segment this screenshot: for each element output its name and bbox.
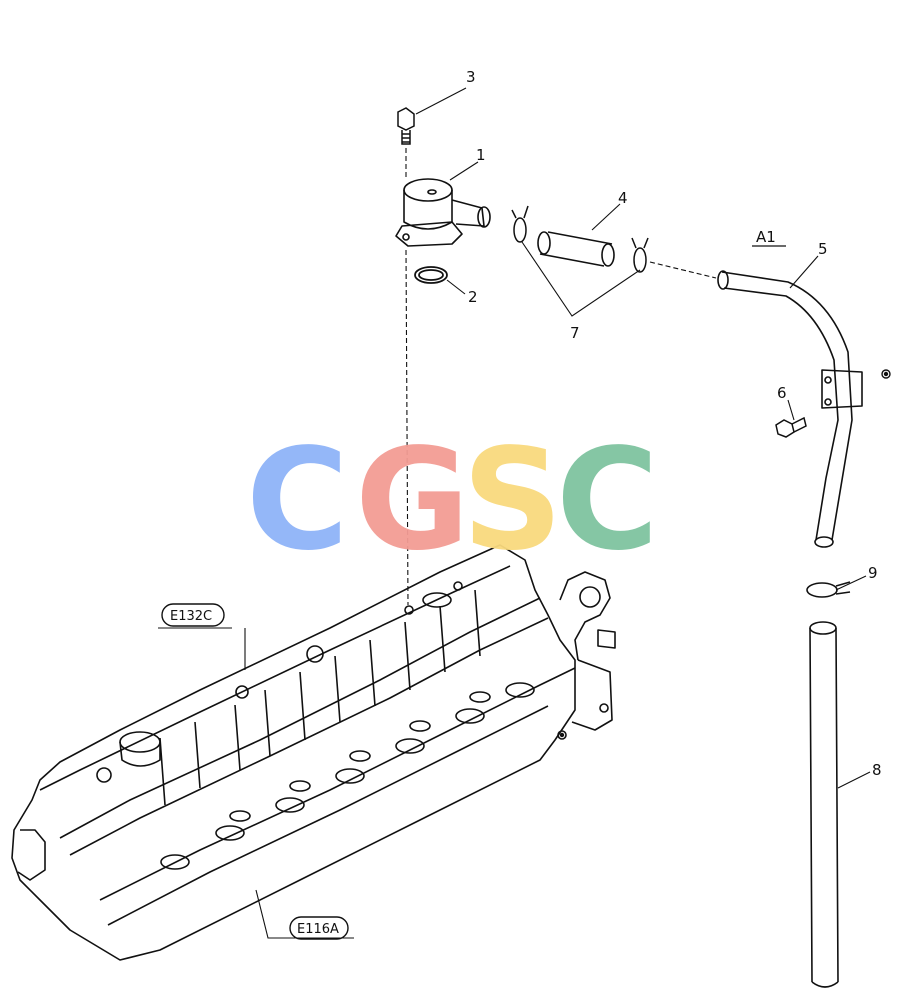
alignment-lines bbox=[405, 148, 717, 606]
breather-body bbox=[395, 178, 491, 247]
o-ring-part-2 bbox=[414, 266, 448, 284]
callout-6: 6 bbox=[777, 384, 787, 402]
hose-part-4 bbox=[537, 231, 615, 267]
callout-5: 5 bbox=[818, 240, 828, 258]
callout-2: 2 bbox=[468, 288, 478, 306]
watermark-letter-2: G bbox=[355, 419, 470, 582]
mounting-symbols bbox=[559, 369, 891, 738]
reference-box-lower bbox=[289, 916, 349, 940]
callout-7: 7 bbox=[570, 324, 580, 342]
rocker-cover bbox=[11, 544, 616, 961]
callout-8: 8 bbox=[872, 761, 882, 779]
tube-part-8 bbox=[809, 621, 839, 988]
watermark-letter-1: C bbox=[246, 419, 349, 582]
callout-1: 1 bbox=[476, 146, 486, 164]
leader-lines bbox=[158, 87, 871, 939]
clips-part-7 bbox=[511, 205, 649, 273]
callout-4: 4 bbox=[618, 189, 628, 207]
pipe-part-5 bbox=[717, 270, 863, 548]
clip-part-9 bbox=[806, 581, 851, 598]
watermark-letter-3: S bbox=[462, 419, 563, 582]
callout-labels: 3 1 2 4 5 6 7 8 9 A1 bbox=[466, 68, 882, 779]
bolt-part-6 bbox=[775, 416, 807, 438]
watermark-logo: C G S C bbox=[246, 419, 659, 582]
bolt-part-3 bbox=[397, 107, 415, 145]
reference-labels: E132C E116A bbox=[161, 603, 349, 940]
reference-box-upper bbox=[161, 603, 225, 627]
callout-9: 9 bbox=[868, 564, 878, 582]
reference-lower: E116A bbox=[297, 922, 339, 937]
section-marker: A1 bbox=[756, 228, 776, 246]
callout-3: 3 bbox=[466, 68, 476, 86]
reference-upper: E132C bbox=[170, 609, 212, 624]
watermark-letter-4: C bbox=[556, 419, 659, 582]
